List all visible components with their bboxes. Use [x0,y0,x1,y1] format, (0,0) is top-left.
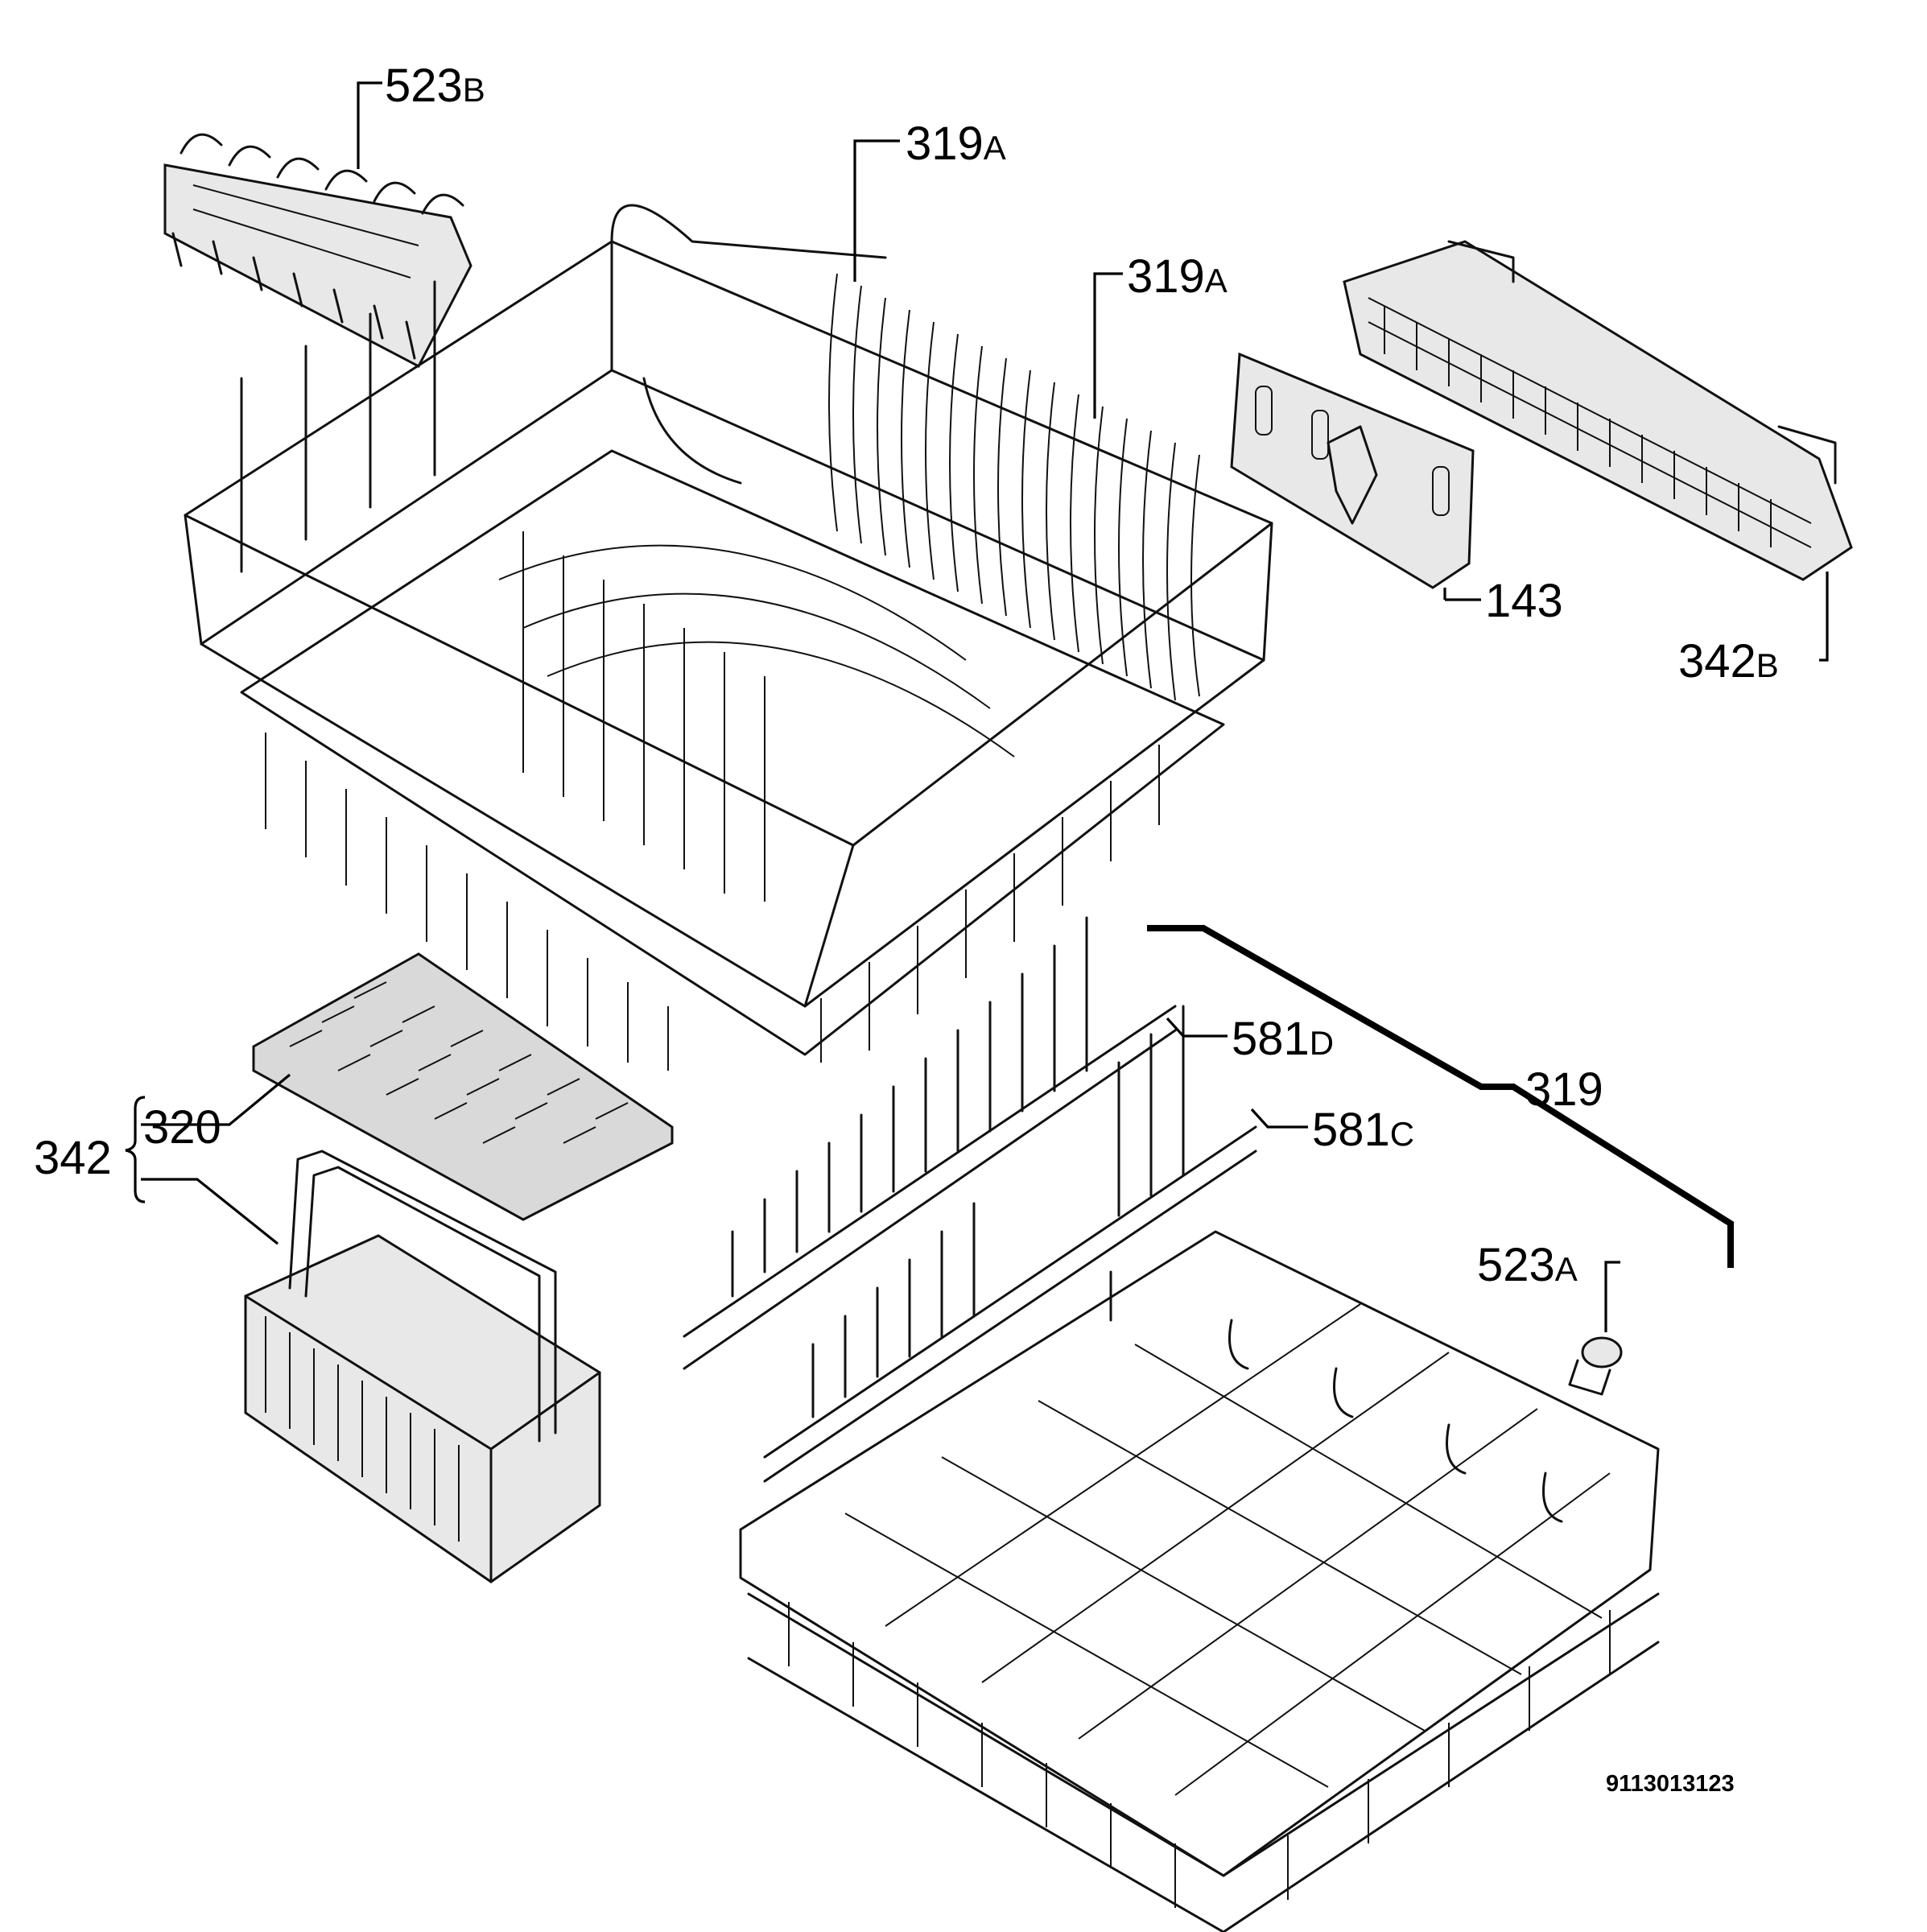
cutlery-shelf [1343,240,1853,581]
label-581c-suffix: C [1389,1115,1415,1153]
label-523b: 523B [385,63,485,109]
label-319a-upper: 319A [906,121,1006,167]
document-number: 9113013123 [1606,1771,1735,1797]
label-342-number: 342 [34,1132,112,1184]
cutlery-grid-cover [252,952,674,1221]
label-319a-upper-number: 319 [906,118,984,170]
plate-rack-rear [683,916,1177,1370]
label-319a-lower: 319A [1127,254,1228,300]
label-523a-number: 523 [1477,1239,1555,1291]
rail-bracket [1230,352,1475,589]
label-523a-suffix: A [1554,1250,1578,1288]
label-523a: 523A [1477,1242,1578,1289]
label-143-number: 143 [1485,575,1563,627]
fold-down-cup-rack [163,133,472,369]
basket-wheel [1568,1336,1623,1396]
label-319a-upper-suffix: A [983,129,1006,167]
label-319-number: 319 [1525,1063,1603,1116]
label-581d: 581D [1232,1016,1334,1063]
lower-basket [739,1230,1660,1932]
label-581d-suffix: D [1309,1024,1335,1062]
label-320-number: 320 [143,1101,221,1154]
label-319a-lower-suffix: A [1204,262,1228,299]
label-342b-number: 342 [1678,635,1756,687]
cutlery-basket [244,1150,601,1583]
label-342b: 342B [1678,638,1779,685]
label-523b-number: 523 [385,60,463,112]
label-143: 143 [1485,578,1563,625]
label-581c: 581C [1312,1107,1414,1154]
label-342b-suffix: B [1756,646,1779,684]
label-320: 320 [143,1104,221,1151]
label-319a-lower-number: 319 [1127,250,1205,303]
label-523b-suffix: B [462,71,485,109]
label-319: 319 [1525,1067,1603,1113]
label-581d-number: 581 [1232,1013,1310,1065]
group-brace [125,1096,146,1203]
plate-rack-front [763,1005,1257,1483]
upper-basket [184,204,1273,1071]
label-342: 342 [34,1135,112,1182]
leader-lines [141,81,1829,1332]
label-581c-number: 581 [1312,1104,1390,1156]
